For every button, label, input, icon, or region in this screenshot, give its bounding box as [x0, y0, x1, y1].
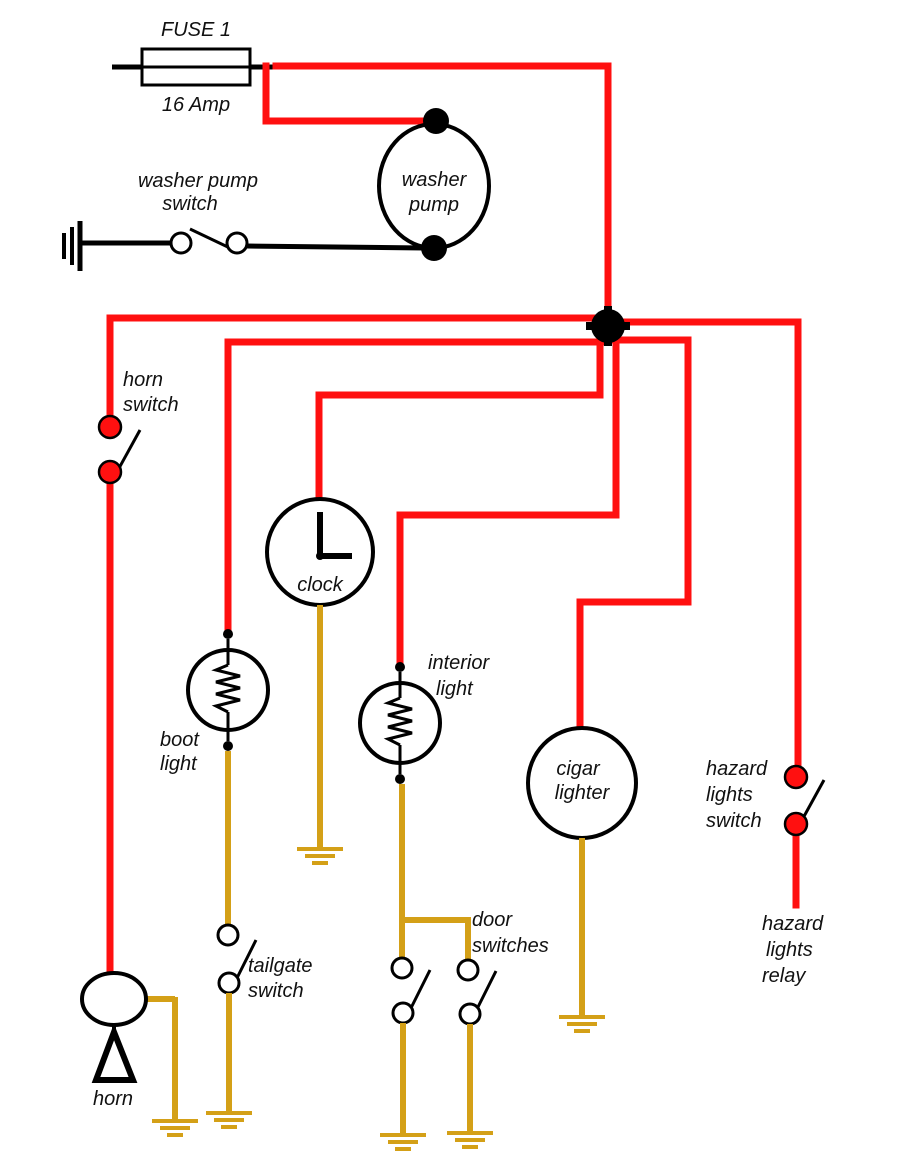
horn-switch-label-1: horn	[123, 369, 163, 391]
fuse-name-label: FUSE 1	[161, 19, 231, 41]
horn-label: horn	[93, 1088, 133, 1110]
boot-light-label-2: light	[160, 753, 198, 775]
door-switches-label-1: door	[472, 909, 513, 931]
hazard-lights-relay-label-2: lights	[766, 939, 813, 961]
washer-pump-label-1: washer	[402, 169, 468, 191]
hazard-lights-relay-label-3: relay	[762, 965, 806, 987]
washer-pump-switch	[62, 221, 425, 271]
hazard-lights-switch-label-1: hazard	[706, 758, 768, 780]
hazard-lights-switch	[783, 764, 826, 837]
ground-icon	[206, 1111, 252, 1129]
clock-label: clock	[297, 574, 344, 596]
door-switch-left	[390, 956, 432, 1025]
cigar-lighter-label-2: lighter	[555, 782, 611, 804]
ground-icon	[297, 847, 343, 865]
tailgate-switch-label-2: switch	[248, 980, 304, 1002]
interior-light-label-1: interior	[428, 652, 490, 674]
washer-pump-label-2: pump	[408, 194, 459, 216]
junction-icon	[586, 306, 630, 346]
ground-icon	[559, 1015, 605, 1033]
door-switch-right	[456, 958, 498, 1026]
tailgate-switch	[216, 923, 258, 995]
power-wires	[106, 62, 802, 979]
fuse-icon	[112, 47, 276, 87]
lamp-icon	[186, 629, 270, 751]
boot-light-label-1: boot	[160, 729, 200, 751]
horn-switch	[97, 414, 142, 485]
motor-icon	[377, 108, 491, 261]
horn-switch-label-2: switch	[123, 394, 179, 416]
door-switches-label-2: switches	[472, 935, 549, 957]
hazard-lights-switch-label-3: switch	[706, 810, 762, 832]
ground-icon	[447, 1131, 493, 1149]
hazard-lights-relay-label-1: hazard	[762, 913, 824, 935]
hazard-lights-switch-label-2: lights	[706, 784, 753, 806]
ground-icon	[152, 1119, 198, 1137]
horn-icon	[80, 971, 178, 1120]
ground-icon	[380, 1133, 426, 1151]
washer-pump-switch-label-1: washer pump	[138, 170, 258, 192]
fuse-rating-label: 16 Amp	[162, 94, 230, 116]
cigar-lighter-label-1: cigar	[556, 758, 601, 780]
lamp-icon	[358, 662, 442, 784]
washer-pump-switch-label-2: switch	[162, 193, 218, 215]
tailgate-switch-label-1: tailgate	[248, 955, 313, 977]
interior-light-label-2: light	[436, 678, 474, 700]
clock-icon	[265, 497, 375, 607]
